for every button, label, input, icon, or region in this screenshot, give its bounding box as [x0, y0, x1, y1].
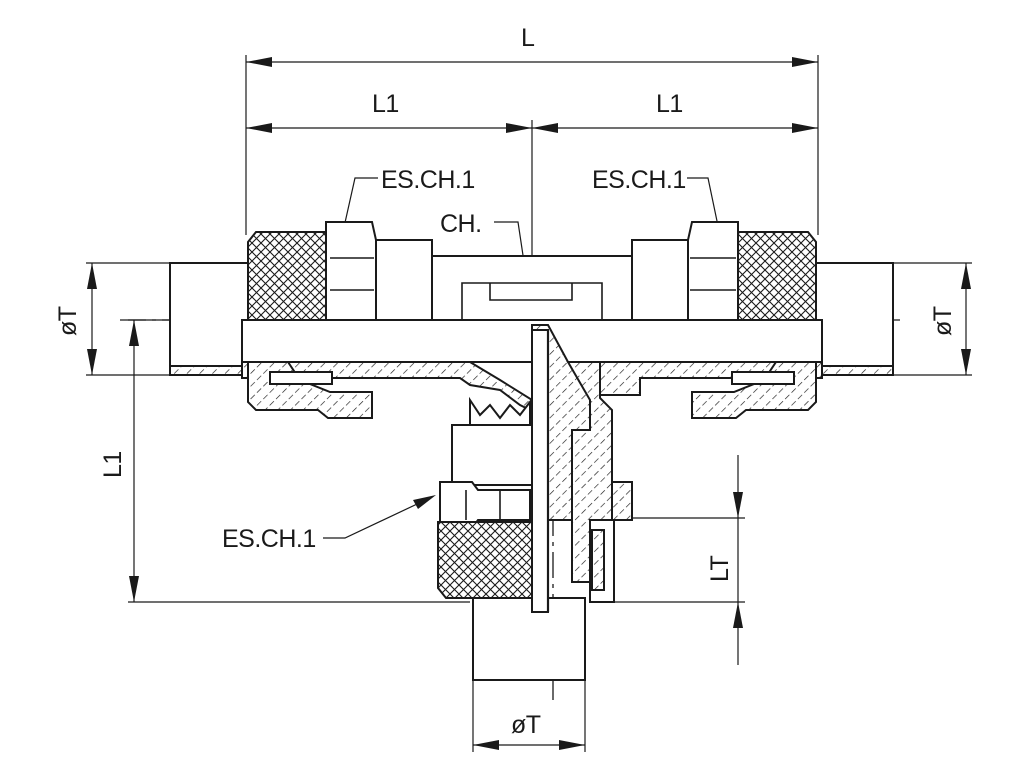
callout-nut-wrench-branch: ES.CH.1 [222, 525, 316, 553]
nut-right-upper [687, 221, 817, 321]
label-half-length-left: L1 [372, 90, 399, 118]
callout-nut-wrench-right: ES.CH.1 [592, 166, 686, 194]
tube-bottom [472, 597, 586, 681]
tube-left [169, 262, 251, 376]
label-thread-length: LT [706, 555, 734, 582]
callout-labels: ES.CH.1 ES.CH.1 CH. ES.CH.1 [222, 166, 686, 553]
label-tube-diameter-bottom: øT [511, 711, 541, 739]
nut-left-upper [247, 221, 377, 321]
tube-right [814, 262, 894, 376]
label-branch-length: L1 [99, 451, 127, 478]
branch-exterior [437, 329, 550, 613]
label-half-length-right: L1 [656, 90, 683, 118]
label-tube-diameter-right: øT [929, 306, 957, 336]
callout-nut-wrench-left: ES.CH.1 [381, 166, 475, 194]
label-tube-diameter-left: øT [54, 306, 82, 336]
tee-body-exterior [371, 239, 693, 321]
callout-body-wrench: CH. [440, 210, 482, 238]
label-overall-length: L [521, 24, 535, 52]
dimension-labels: L L1 L1 øT øT L1 LT øT [54, 24, 957, 739]
